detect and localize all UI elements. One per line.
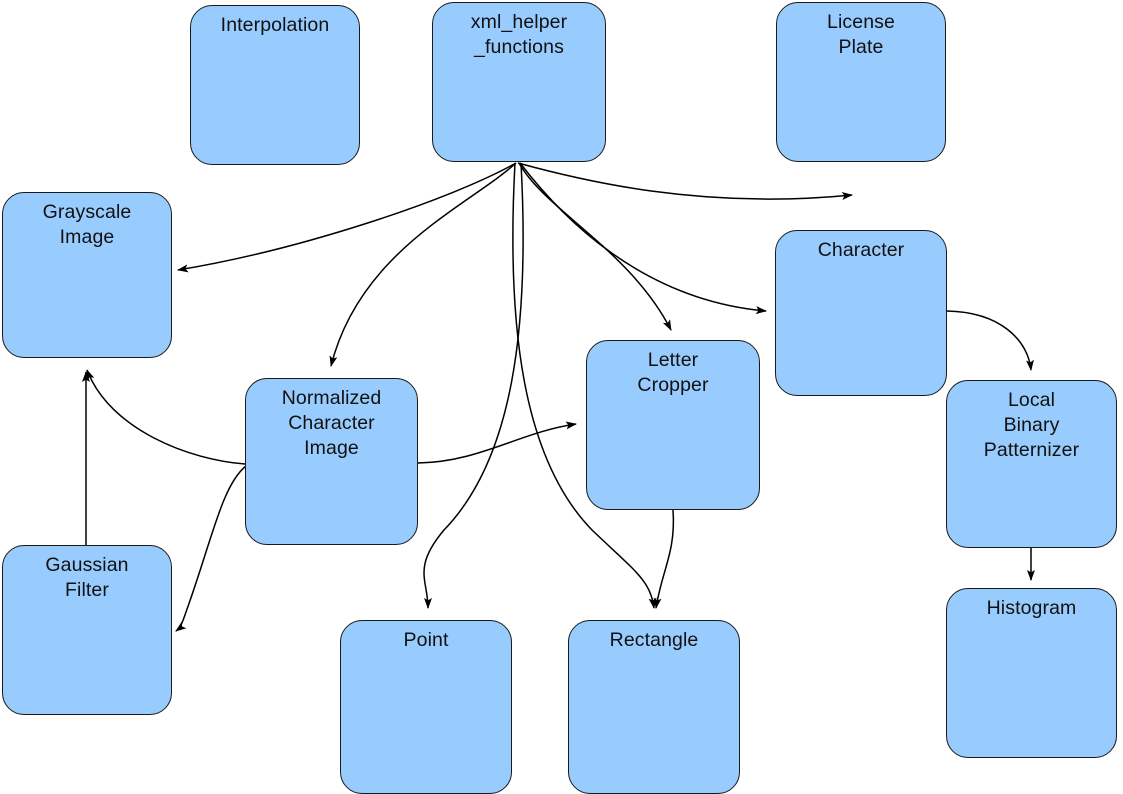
edge-xml-helper-to-grayscale-image	[177, 162, 517, 273]
node-label: Rectangle	[609, 629, 699, 651]
node-letter-cropper[interactable]: Letter Cropper	[586, 340, 760, 510]
node-label: Character	[817, 239, 905, 261]
edge-letter-cropper-to-rectangle	[653, 509, 675, 609]
node-gaussian-filter[interactable]: Gaussian Filter	[2, 545, 172, 715]
node-character[interactable]: Character	[775, 230, 947, 396]
node-label: xml_helper _functions	[470, 11, 568, 58]
edge-xml-helper-to-license-plate	[517, 162, 853, 200]
node-local-binary-patternizer[interactable]: Local Binary Patternizer	[946, 380, 1117, 548]
node-label: Grayscale Image	[42, 201, 132, 248]
edge-xml-helper-to-letter-cropper	[518, 162, 672, 331]
edge-normalized-character-image-to-gaussian-filter	[175, 465, 247, 632]
node-label: Point	[403, 629, 449, 651]
node-xml-helper-functions[interactable]: xml_helper _functions	[432, 2, 606, 162]
node-rectangle[interactable]: Rectangle	[568, 620, 740, 794]
node-interpolation[interactable]: Interpolation	[190, 5, 360, 165]
node-grayscale-image[interactable]: Grayscale Image	[2, 192, 172, 358]
node-label: Normalized Character Image	[281, 387, 382, 459]
edge-xml-helper-to-normalized-character-image	[329, 162, 517, 367]
node-license-plate[interactable]: License Plate	[776, 2, 946, 162]
edge-xml-helper-to-character	[519, 162, 767, 315]
node-label: Letter Cropper	[637, 349, 709, 396]
node-label: Interpolation	[220, 14, 330, 36]
node-normalized-character-image[interactable]: Normalized Character Image	[245, 378, 418, 545]
node-label: License Plate	[827, 11, 895, 58]
edge-normalized-character-image-to-letter-cropper	[417, 421, 577, 464]
edge-xml-helper-to-point	[423, 162, 524, 609]
node-label: Local Binary Patternizer	[983, 389, 1080, 461]
edge-normalized-character-image-to-grayscale-image	[86, 369, 246, 465]
node-label: Gaussian Filter	[45, 554, 129, 601]
node-point[interactable]: Point	[340, 620, 512, 794]
edge-character-to-local-binary-patternizer	[946, 310, 1034, 371]
node-histogram[interactable]: Histogram	[946, 588, 1117, 758]
node-label: Histogram	[986, 597, 1077, 619]
